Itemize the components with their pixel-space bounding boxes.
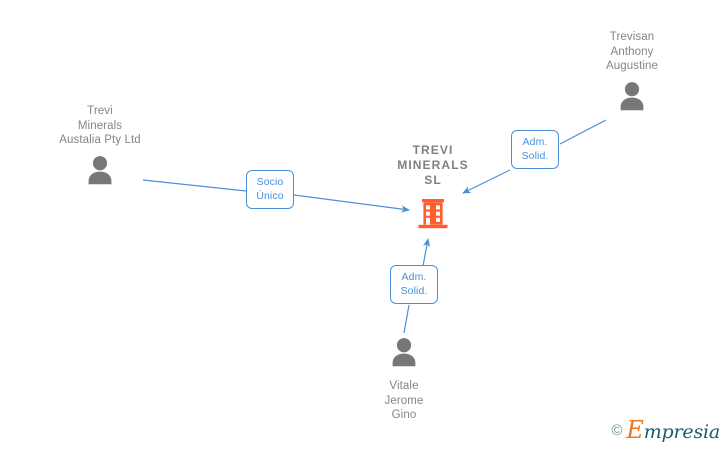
node-label: Trevi Minerals Austalia Pty Ltd <box>59 105 141 146</box>
empresia-watermark: © Empresia <box>611 418 720 442</box>
building-icon <box>415 196 451 237</box>
person-icon <box>388 337 420 372</box>
node-label: Vitale Jerome Gino <box>384 380 424 421</box>
copyright-icon: © <box>611 421 623 439</box>
brand-wordmark: Empresia <box>626 418 720 442</box>
edge-adm-solid-vitale-upper <box>422 238 431 267</box>
edge-adm-solid-trevisan-upper <box>559 119 607 145</box>
node-trevi-minerals-austalia-pty-ltd[interactable]: Trevi Minerals Austalia Pty Ltd <box>20 104 180 190</box>
page-title: TREVI MINERALS SL <box>397 143 469 187</box>
relation-label-adm-solid-trevisan[interactable]: Adm. Solid. <box>511 130 559 169</box>
node-label: Trevisan Anthony Augustine <box>605 31 659 72</box>
node-trevisan-anthony-augustine[interactable]: Trevisan Anthony Augustine <box>552 30 712 116</box>
edge-adm-solid-vitale-lower <box>403 304 410 334</box>
person-icon <box>616 81 648 116</box>
person-icon <box>84 155 116 190</box>
brand-rest: mpresia <box>643 421 720 443</box>
node-vitale-jerome-gino[interactable]: Vitale Jerome Gino <box>324 337 484 423</box>
relation-label-adm-solid-vitale[interactable]: Adm. Solid. <box>390 265 438 304</box>
center-company-node[interactable]: TREVI MINERALS SL <box>353 143 513 237</box>
relation-label-socio-unico[interactable]: Socio Único <box>246 170 294 209</box>
brand-initial: E <box>626 416 644 444</box>
